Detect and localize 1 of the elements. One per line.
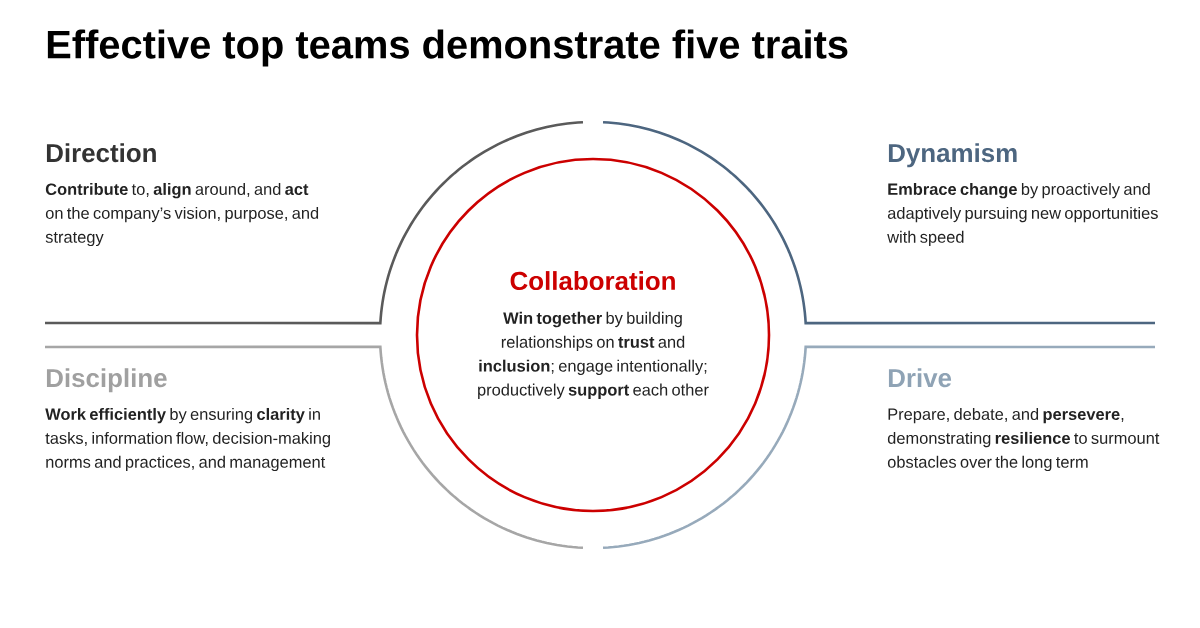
title: Effective top teams demonstrate five traits bbox=[47, 29, 848, 67]
